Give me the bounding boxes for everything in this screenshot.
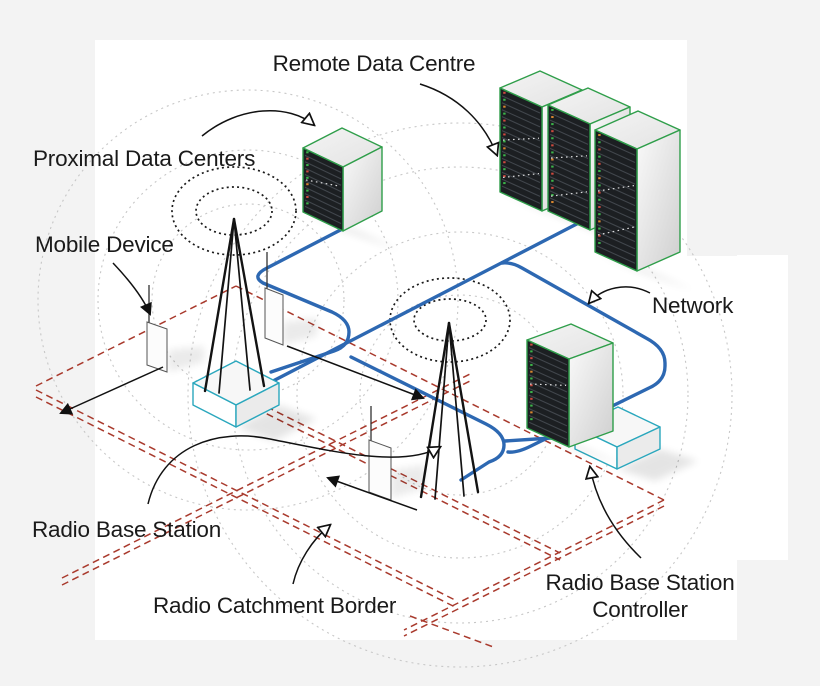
remote-rack-3 [594,110,695,291]
label-mobile-device: Mobile Device [35,232,174,257]
proximal-rack [302,127,401,251]
arrow-mobile-device [112,262,150,314]
arrow-network [589,286,651,303]
link-to-tower2 [349,355,506,482]
label-network: Network [652,293,734,318]
arrow-device2-motion [286,345,423,398]
mobile-device-1 [146,285,204,373]
arrow-remote-dc [419,83,497,155]
server-racks [302,70,695,467]
label-rbs-controller-line2: Controller [592,597,688,622]
mobile-device-3 [368,406,425,501]
labels: Remote Data Centre Proximal Data Centers… [32,51,735,622]
label-rbs-controller-line1: Radio Base Station [545,570,734,595]
mobile-devices [146,252,425,501]
antenna-tower-2 [419,321,480,500]
arrow-catchment-border [292,525,330,585]
arrow-radio-base-station [147,435,440,505]
arrow-proximal-dc [201,110,314,137]
right-loop [500,261,667,454]
label-radio-catchment-border: Radio Catchment Border [153,593,397,618]
arrow-device3-motion [328,478,418,511]
antenna-tower-1 [203,217,266,394]
label-proximal-data-centers: Proximal Data Centers [33,146,255,171]
arrow-device1-motion [61,366,164,413]
annotation-arrows [61,83,651,585]
label-remote-data-centre: Remote Data Centre [273,51,476,76]
mobile-device-2 [264,252,317,346]
arrow-rbs-controller [590,467,642,559]
radio-base-station-unit [192,360,317,441]
label-radio-base-station: Radio Base Station [32,517,221,542]
controller-rack [526,323,627,467]
